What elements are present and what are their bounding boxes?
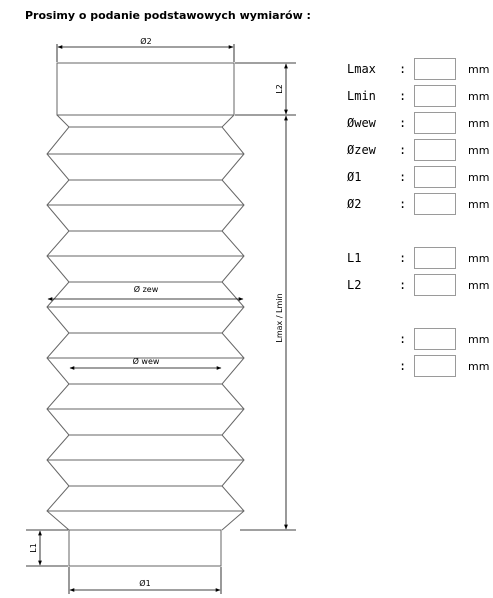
row-colon: : <box>399 170 407 184</box>
l1-input[interactable] <box>414 247 456 269</box>
row-colon: : <box>399 197 407 211</box>
l2-input[interactable] <box>414 274 456 296</box>
l2-label: L2 <box>275 84 284 94</box>
row-label: Ø2 <box>347 197 362 211</box>
top-collar <box>56 62 235 116</box>
row-unit: mm <box>468 171 490 184</box>
row-colon: : <box>399 278 407 292</box>
row-unit: mm <box>468 360 490 373</box>
row-label: Ø1 <box>347 170 362 184</box>
row-unit: mm <box>468 90 490 103</box>
fold-lines <box>47 126 244 512</box>
row-colon: : <box>399 89 407 103</box>
extra-input-1[interactable] <box>414 328 456 350</box>
row-unit: mm <box>468 63 490 76</box>
row-unit: mm <box>468 252 490 265</box>
row-unit: mm <box>468 144 490 157</box>
lmax-input[interactable] <box>414 58 456 80</box>
zew-input[interactable] <box>414 139 456 161</box>
zew-label: Ø zew <box>134 284 159 294</box>
row-label: L2 <box>347 278 362 292</box>
row-colon: : <box>399 62 407 76</box>
row-label: L1 <box>347 251 362 265</box>
row-unit: mm <box>468 333 490 346</box>
row-label: Øwew <box>347 116 376 130</box>
row-colon: : <box>399 332 407 346</box>
wew-label: Ø wew <box>133 356 160 366</box>
d2-label: Ø2 <box>140 36 151 46</box>
row-label: Lmin <box>347 89 376 103</box>
d1-input[interactable] <box>414 166 456 188</box>
row-colon: : <box>399 116 407 130</box>
page-heading: Prosimy o podanie podstawowych wymiarów … <box>25 9 311 22</box>
row-label: Lmax <box>347 62 376 76</box>
row-colon: : <box>399 143 407 157</box>
bellows-left-profile <box>46 114 70 531</box>
bellows-right-profile <box>221 114 245 531</box>
row-colon: : <box>399 251 407 265</box>
row-label: Øzew <box>347 143 376 157</box>
d1-label: Ø1 <box>139 578 150 588</box>
bottom-collar <box>68 529 222 567</box>
row-unit: mm <box>468 198 490 211</box>
row-unit: mm <box>468 117 490 130</box>
d2-input[interactable] <box>414 193 456 215</box>
row-unit: mm <box>468 279 490 292</box>
lmax-lmin-label: Lmax / Lmin <box>275 293 284 342</box>
wew-input[interactable] <box>414 112 456 134</box>
lmin-input[interactable] <box>414 85 456 107</box>
row-colon: : <box>399 359 407 373</box>
l1-label: L1 <box>29 543 38 553</box>
extra-input-2[interactable] <box>414 355 456 377</box>
